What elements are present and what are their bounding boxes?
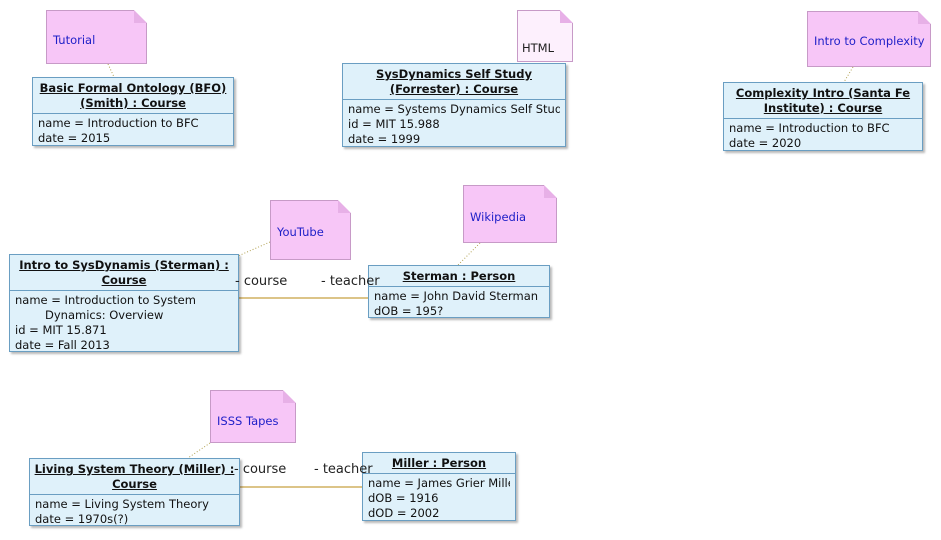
object-bfo-title: Basic Formal Ontology (BFO) (Smith) : Co…: [33, 78, 233, 114]
object-miller-course-title-line1: Living System Theory (Miller) :: [34, 462, 235, 476]
object-complexity-course[interactable]: Complexity Intro (Santa Fe Institute) : …: [723, 82, 923, 151]
object-sysdyn-self-course[interactable]: SysDynamics Self Study (Forrester) : Cou…: [342, 63, 566, 147]
attr-dod: dOD = 2002: [368, 506, 440, 520]
note-tutorial[interactable]: Tutorial: [46, 10, 147, 64]
object-miller-course[interactable]: Living System Theory (Miller) : Course n…: [29, 458, 240, 526]
attr-name: name = Introduction to BFC: [729, 121, 890, 135]
object-miller-course-attributes: name = Living System Theory date = 1970s…: [30, 495, 239, 529]
attr-name: name = James Grier Miller: [368, 476, 510, 490]
anchor-youtube: [237, 241, 271, 257]
object-sterman-person-title: Sterman : Person: [369, 266, 549, 287]
role-miller-course: - course: [234, 462, 287, 477]
note-youtube[interactable]: YouTube: [270, 200, 351, 260]
attr-name: name = Systems Dynamics Self Study: [348, 102, 560, 116]
attr-name: name = Living System Theory: [35, 497, 209, 511]
attr-date: date = Fall 2013: [15, 338, 110, 352]
attr-name: name = John David Sterman: [374, 289, 539, 303]
anchor-tutorial: [107, 63, 115, 78]
attr-date: date = 1970s(?): [35, 512, 129, 526]
attr-name-continued: Dynamics: Overview: [45, 308, 164, 322]
object-sysdyn-self-title: SysDynamics Self Study (Forrester) : Cou…: [343, 64, 565, 100]
anchor-wikipedia: [457, 242, 481, 266]
attr-date: date = 2015: [38, 131, 111, 145]
object-miller-course-title-line2: Course: [112, 477, 157, 491]
object-sysdyn-self-attributes: name = Systems Dynamics Self Study id = …: [343, 100, 565, 149]
object-complexity-title-line2: Institute) : Course: [763, 101, 883, 115]
object-miller-person-attributes: name = James Grier Miller dOB = 1916 dOD…: [363, 474, 515, 523]
note-wikipedia-text: Wikipedia: [470, 210, 527, 224]
note-isss[interactable]: ISSS Tapes: [210, 390, 296, 443]
role-sterman-course: - course: [235, 274, 288, 289]
role-sterman-teacher: - teacher: [321, 274, 380, 289]
object-bfo-title-line2: (Smith) : Course: [80, 96, 186, 110]
note-html-text: HTML: [522, 41, 555, 55]
role-miller-teacher: - teacher: [314, 462, 373, 477]
object-bfo-attributes: name = Introduction to BFC date = 2015: [33, 114, 233, 148]
object-complexity-title: Complexity Intro (Santa Fe Institute) : …: [724, 83, 922, 119]
attr-name: name = Introduction to BFC: [38, 116, 199, 130]
object-sterman-course[interactable]: Intro to SysDynamis (Sterman) : Course n…: [9, 254, 239, 352]
object-bfo-title-line1: Basic Formal Ontology (BFO): [39, 81, 227, 95]
object-miller-person-title-line1: Miller : Person: [391, 456, 487, 470]
note-html[interactable]: HTML: [517, 10, 573, 62]
object-miller-person[interactable]: Miller : Person name = James Grier Mille…: [362, 452, 516, 521]
note-tutorial-text: Tutorial: [53, 33, 96, 47]
note-wikipedia[interactable]: Wikipedia: [463, 185, 557, 243]
attr-date: date = 1999: [348, 132, 421, 146]
note-youtube-text: YouTube: [277, 225, 324, 239]
anchor-isss: [187, 442, 211, 459]
object-sterman-person-attributes: name = John David Sterman dOB = 195?: [369, 287, 549, 321]
object-sterman-course-attributes: name = Introduction to System Dynamics: …: [10, 291, 238, 355]
object-complexity-title-line1: Complexity Intro (Santa Fe: [735, 86, 911, 100]
object-sysdyn-self-title-line2: (Forrester) : Course: [389, 82, 519, 96]
object-complexity-attributes: name = Introduction to BFC date = 2020: [724, 119, 922, 153]
attr-id: id = MIT 15.988: [348, 117, 440, 131]
note-intro-complexity[interactable]: Intro to Complexity: [807, 11, 931, 67]
attr-dob: dOB = 1916: [368, 491, 439, 505]
object-bfo-course[interactable]: Basic Formal Ontology (BFO) (Smith) : Co…: [32, 77, 234, 146]
note-intro-complexity-text: Intro to Complexity: [814, 34, 925, 48]
attr-dob: dOB = 195?: [374, 304, 444, 318]
attr-date: date = 2020: [729, 136, 802, 150]
object-miller-course-title: Living System Theory (Miller) : Course: [30, 459, 239, 495]
object-sterman-course-title-line2: Course: [101, 273, 147, 287]
note-isss-text: ISSS Tapes: [217, 414, 279, 428]
object-miller-person-title: Miller : Person: [363, 453, 515, 474]
object-sterman-course-title-line1: Intro to SysDynamis (Sterman) :: [19, 258, 229, 272]
attr-name: name = Introduction to System: [15, 293, 196, 307]
object-sysdyn-self-title-line1: SysDynamics Self Study: [376, 67, 532, 81]
object-sterman-course-title: Intro to SysDynamis (Sterman) : Course: [10, 255, 238, 291]
anchor-intro-complexity: [843, 66, 854, 83]
object-sterman-person[interactable]: Sterman : Person name = John David Sterm…: [368, 265, 550, 318]
attr-id: id = MIT 15.871: [15, 323, 107, 337]
object-sterman-person-title-line1: Sterman : Person: [402, 269, 516, 283]
